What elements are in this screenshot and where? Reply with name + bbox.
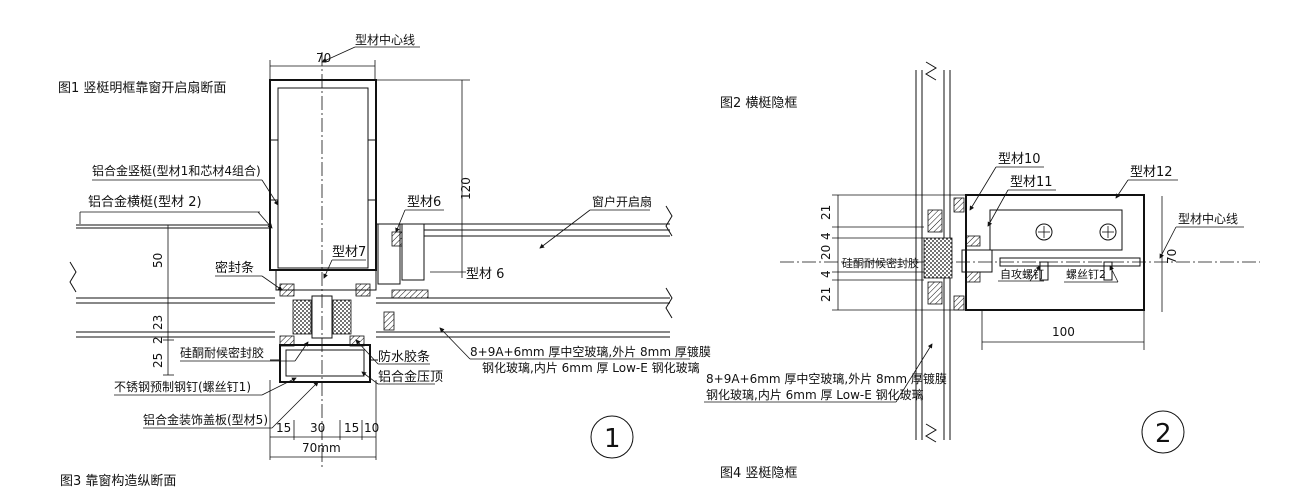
label-silicone-2: 硅酮耐候密封胶 bbox=[842, 256, 919, 270]
label-glass-2b: 钢化玻璃,内片 6mm 厚 Low-E 钢化玻璃 bbox=[706, 388, 924, 402]
figure-4-title: 图4 竖梃隐框 bbox=[720, 466, 797, 481]
label-window: 窗户开启扇 bbox=[592, 194, 652, 209]
dim-left-20: 20 bbox=[819, 245, 833, 260]
label-profile12: 型材12 bbox=[1130, 165, 1173, 180]
figure-2-title: 图2 横梃隐框 bbox=[720, 96, 797, 111]
label-profile11: 型材11 bbox=[1010, 175, 1053, 190]
dim-bottom-15a: 15 bbox=[276, 421, 291, 435]
label-waterproof: 防水胶条 bbox=[378, 349, 430, 365]
label-glass-2: 钢化玻璃,内片 6mm 厚 Low-E 钢化玻璃 bbox=[482, 361, 700, 375]
figure-1-title: 图1 竖梃明框靠窗开启扇断面 bbox=[58, 80, 226, 96]
label-screw2: 螺丝钉2 bbox=[1066, 268, 1106, 281]
figure-1-drawing: 图1 竖梃明框靠窗开启扇断面 图3 靠窗构造纵断面 型材中心线 70 120 铝… bbox=[58, 32, 711, 489]
marker-2: 2 bbox=[1155, 419, 1172, 449]
label-silicone: 硅酮耐候密封胶 bbox=[180, 345, 264, 360]
figure-3-title: 图3 靠窗构造纵断面 bbox=[60, 473, 176, 489]
dim-left-21a: 21 bbox=[819, 205, 833, 220]
dim-right-70: 70 bbox=[1165, 249, 1179, 264]
dim-120: 120 bbox=[459, 177, 473, 200]
dim-bottom-70mm: 70mm bbox=[302, 441, 341, 455]
dim-bottom-10: 10 bbox=[364, 421, 379, 435]
label-profile10: 型材10 bbox=[998, 152, 1041, 167]
centerline-label-1: 型材中心线 bbox=[355, 32, 415, 47]
label-glass-2a: 8+9A+6mm 厚中空玻璃,外片 8mm 厚镀膜 bbox=[706, 371, 947, 386]
dim-bottom-30: 30 bbox=[310, 421, 325, 435]
dim-2: 2 bbox=[151, 336, 165, 344]
label-screw: 不锈钢预制钢钉(螺丝钉1) bbox=[114, 380, 251, 394]
dim-23: 23 bbox=[151, 315, 165, 330]
centerline-label-2: 型材中心线 bbox=[1178, 211, 1238, 226]
dim-bottom-15b: 15 bbox=[344, 421, 359, 435]
label-transom: 铝合金横梃(型材 2) bbox=[88, 194, 202, 210]
label-selftap: 自攻螺钉 bbox=[1000, 267, 1044, 281]
marker-1: 1 bbox=[604, 424, 621, 454]
dim-50: 50 bbox=[151, 253, 165, 268]
label-cap: 铝合金压顶 bbox=[378, 369, 443, 385]
label-glass-1: 8+9A+6mm 厚中空玻璃,外片 8mm 厚镀膜 bbox=[470, 344, 711, 359]
dim-left-21b: 21 bbox=[819, 287, 833, 302]
label-profile7: 型材7 bbox=[332, 245, 366, 260]
label-cover: 铝合金装饰盖板(型材5) bbox=[143, 412, 268, 427]
dim-bottom-100: 100 bbox=[1052, 325, 1075, 339]
label-seal: 密封条 bbox=[215, 260, 254, 276]
dim-left-4b: 4 bbox=[819, 270, 833, 278]
label-profile6-top: 型材6 bbox=[407, 195, 441, 210]
dim-top-70: 70 bbox=[316, 51, 331, 65]
dim-25: 25 bbox=[151, 353, 165, 368]
figure-2-drawing: 图2 横梃隐框 图4 竖梃隐框 型材10 bbox=[704, 61, 1260, 481]
label-upright: 铝合金竖梃(型材1和芯材4组合) bbox=[92, 163, 261, 178]
dim-left-4a: 4 bbox=[819, 232, 833, 240]
label-profile6-side: 型材 6 bbox=[466, 267, 504, 282]
